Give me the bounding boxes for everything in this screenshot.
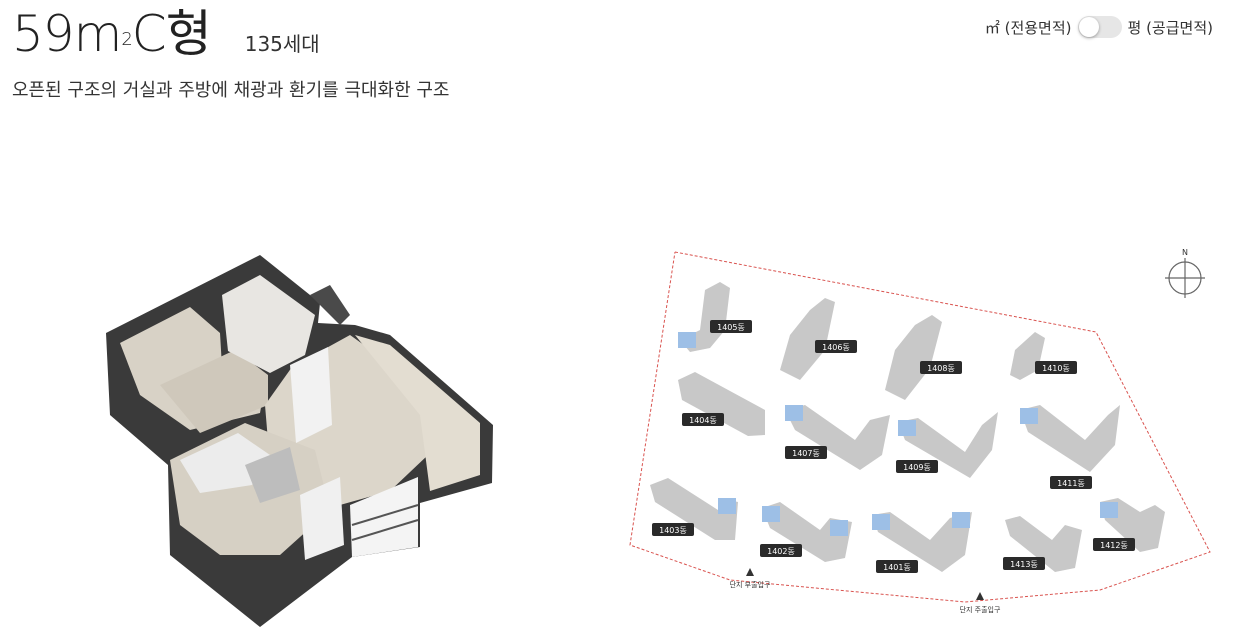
svg-text:1413동: 1413동 <box>1010 560 1038 569</box>
building-1411[interactable]: 1411동 <box>1020 405 1120 489</box>
compass-label: N <box>1182 248 1188 257</box>
building-1409[interactable]: 1409동 <box>896 412 998 478</box>
svg-text:1406동: 1406동 <box>822 343 850 352</box>
building-1407[interactable]: 1407동 <box>785 405 890 470</box>
svg-text:1410동: 1410동 <box>1042 364 1070 373</box>
building-1406[interactable]: 1406동 <box>780 298 857 380</box>
compass-icon: N <box>1165 248 1205 298</box>
svg-text:1408동: 1408동 <box>927 364 955 373</box>
building-1410[interactable]: 1410동 <box>1010 332 1077 380</box>
building-1408[interactable]: 1408동 <box>885 315 962 400</box>
svg-text:1402동: 1402동 <box>767 547 795 556</box>
site-boundary <box>629 251 1211 603</box>
svg-text:1405동: 1405동 <box>717 323 745 332</box>
page-title: 59m2C형 135세대 <box>12 6 320 62</box>
main-entrance-marker: 단지 주출입구 <box>960 592 1001 614</box>
unit-switch[interactable] <box>1077 16 1122 38</box>
svg-text:1407동: 1407동 <box>792 449 820 458</box>
building-1413[interactable]: 1413동 <box>1003 516 1082 572</box>
svg-text:단지 부출입구: 단지 부출입구 <box>730 580 771 589</box>
building-1405[interactable]: 1405동 <box>678 282 752 352</box>
household-count: 135세대 <box>244 32 320 56</box>
site-plan-map: N 1405동 1406동 1408동 1410동 1404동 1407동 14… <box>629 248 1211 614</box>
unit-toggle[interactable]: ㎡ (전용면적) 평 (공급면적) <box>985 16 1213 38</box>
unit-type-name: 59m2C형 <box>12 5 212 63</box>
svg-text:1404동: 1404동 <box>689 416 717 425</box>
unit-description: 오픈된 구조의 거실과 주방에 채광과 환기를 극대화한 구조 <box>12 80 450 101</box>
building-1403[interactable]: 1403동 <box>650 478 738 540</box>
svg-text:단지 주출입구: 단지 주출입구 <box>960 605 1001 614</box>
sub-entrance-marker: 단지 부출입구 <box>730 568 771 589</box>
svg-text:1412동: 1412동 <box>1100 541 1128 550</box>
building-1402[interactable]: 1402동 <box>760 502 852 562</box>
svg-text:1411동: 1411동 <box>1057 479 1085 488</box>
switch-knob <box>1078 17 1099 37</box>
building-1401[interactable]: 1401동 <box>872 512 972 573</box>
unit-label-sqm: ㎡ (전용면적) <box>984 18 1072 37</box>
svg-text:1403동: 1403동 <box>659 526 687 535</box>
building-1404[interactable]: 1404동 <box>678 372 765 436</box>
floorplan-3d-image <box>106 255 493 627</box>
unit-label-pyeong: 평 (공급면적) <box>1127 18 1213 37</box>
building-1412[interactable]: 1412동 <box>1093 498 1165 552</box>
svg-text:1409동: 1409동 <box>903 463 931 472</box>
svg-text:1401동: 1401동 <box>883 563 911 572</box>
